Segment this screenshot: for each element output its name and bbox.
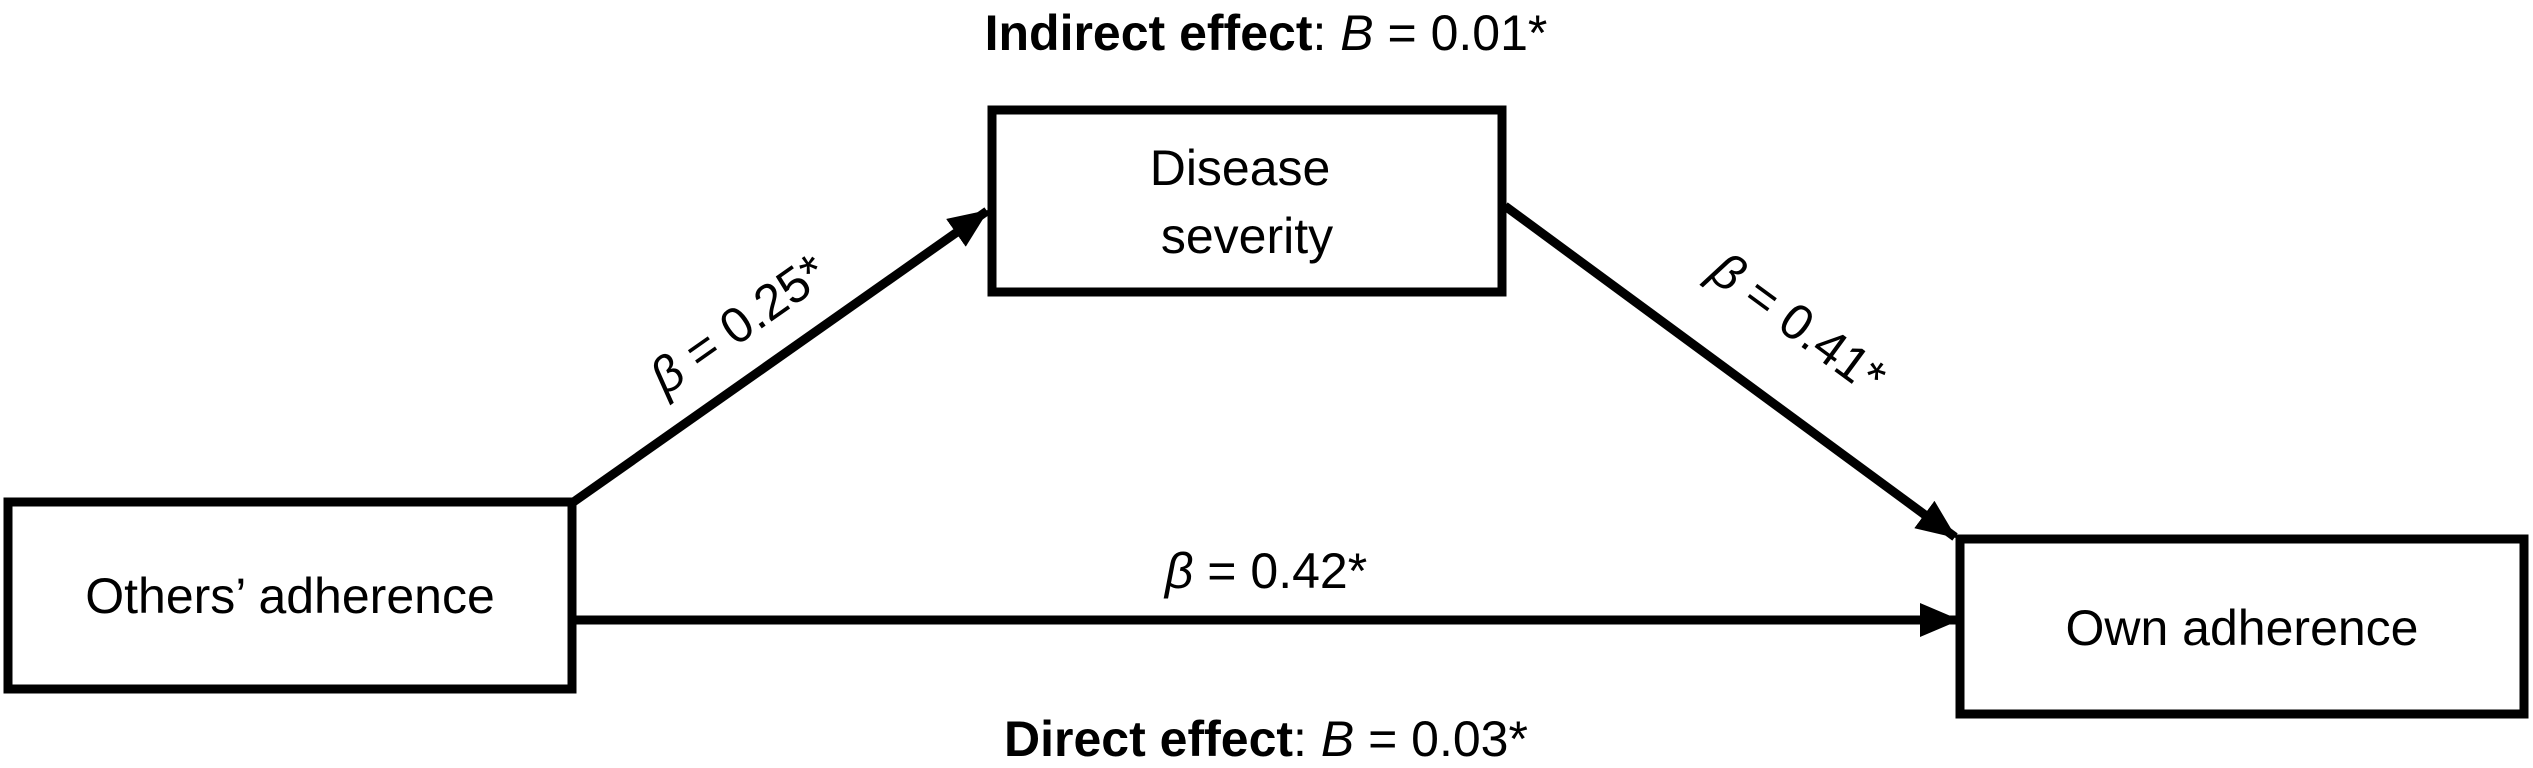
edge-label-others-to-own: β = 0.42* [1163, 543, 1367, 599]
edge-severity-to-own [1502, 202, 1958, 541]
direct-effect-value: = 0.03* [1354, 711, 1528, 767]
node-own-adherence-box [1955, 534, 2529, 719]
indirect-effect-symbol: B [1340, 5, 1373, 61]
beta-value: = 0.25* [663, 243, 837, 389]
node-disease-severity-line2: severity [1161, 208, 1333, 264]
beta-value: = 0.42* [1193, 543, 1367, 599]
indirect-effect-separator: : [1312, 5, 1340, 61]
node-others-adherence-label: Others’ adherence [85, 568, 495, 624]
node-disease-severity-line1: Disease [1150, 140, 1331, 196]
edge-others-to-severity [569, 207, 990, 507]
indirect-effect-value: = 0.01* [1374, 5, 1548, 61]
beta-symbol: β [1163, 543, 1194, 599]
node-disease-severity-box [987, 105, 1507, 297]
node-others-adherence-box [3, 497, 577, 694]
node-disease-severity: Disease severity [987, 105, 1507, 297]
direct-effect-label: Direct effect: B = 0.03* [1004, 711, 1528, 767]
node-own-adherence: Own adherence [1955, 534, 2529, 719]
indirect-effect-name: Indirect effect [985, 5, 1313, 61]
direct-effect-symbol: B [1321, 711, 1354, 767]
node-others-adherence: Others’ adherence [3, 497, 577, 694]
edge-label-severity-to-own: β = 0.41* [1698, 240, 1896, 406]
direct-effect-name: Direct effect [1004, 711, 1293, 767]
node-disease-severity-label: Disease severity [1150, 140, 1345, 264]
node-own-adherence-label: Own adherence [2065, 600, 2418, 656]
indirect-effect-label: Indirect effect: B = 0.01* [985, 5, 1548, 61]
direct-effect-separator: : [1293, 711, 1321, 767]
